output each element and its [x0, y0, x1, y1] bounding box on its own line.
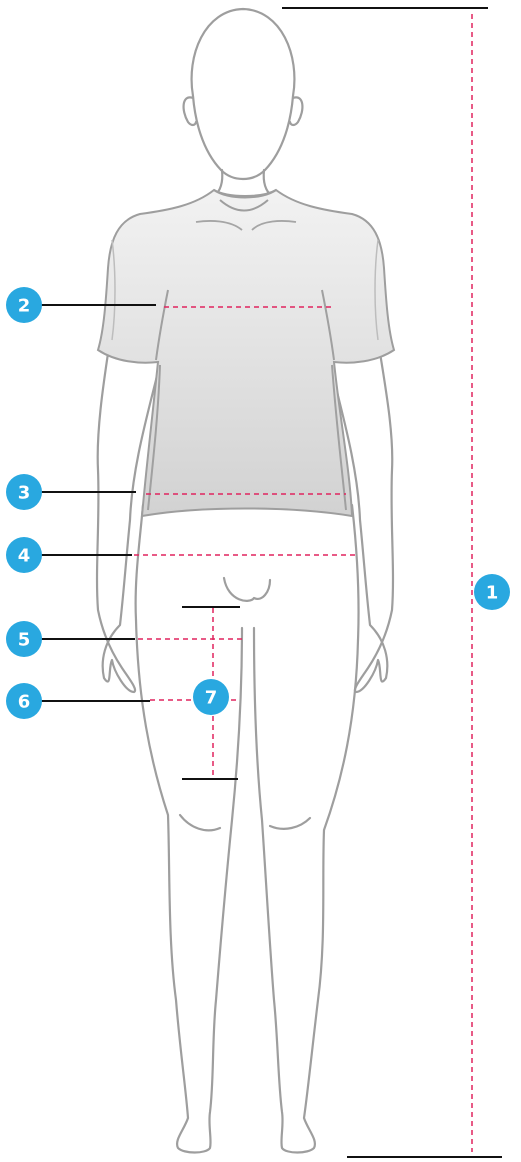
- torso-left: [136, 505, 143, 620]
- marker-1: 1: [474, 574, 510, 610]
- marker-3-label: 3: [18, 483, 31, 504]
- right-knee: [270, 818, 310, 829]
- head-outline: [192, 9, 295, 179]
- crotch: [224, 578, 270, 601]
- shirt-body: [98, 190, 394, 516]
- t-shirt: [98, 190, 394, 516]
- right-arm: [332, 340, 393, 692]
- marker-2-label: 2: [18, 296, 31, 317]
- marker-1-label: 1: [486, 583, 499, 604]
- leader-lines: [32, 8, 502, 1157]
- left-knee: [180, 815, 220, 830]
- torso-right: [352, 505, 359, 640]
- marker-5: 5: [6, 621, 42, 657]
- right-leg: [254, 628, 358, 1153]
- body-figure: [97, 9, 393, 1153]
- marker-5-label: 5: [18, 630, 31, 651]
- marker-4: 4: [6, 537, 42, 573]
- marker-7: 7: [193, 679, 229, 715]
- marker-4-label: 4: [18, 546, 31, 567]
- guide-lines: [134, 14, 472, 1152]
- marker-2: 2: [6, 287, 42, 323]
- marker-6: 6: [6, 683, 42, 719]
- marker-7-label: 7: [205, 688, 218, 709]
- marker-3: 3: [6, 474, 42, 510]
- marker-6-label: 6: [18, 692, 31, 713]
